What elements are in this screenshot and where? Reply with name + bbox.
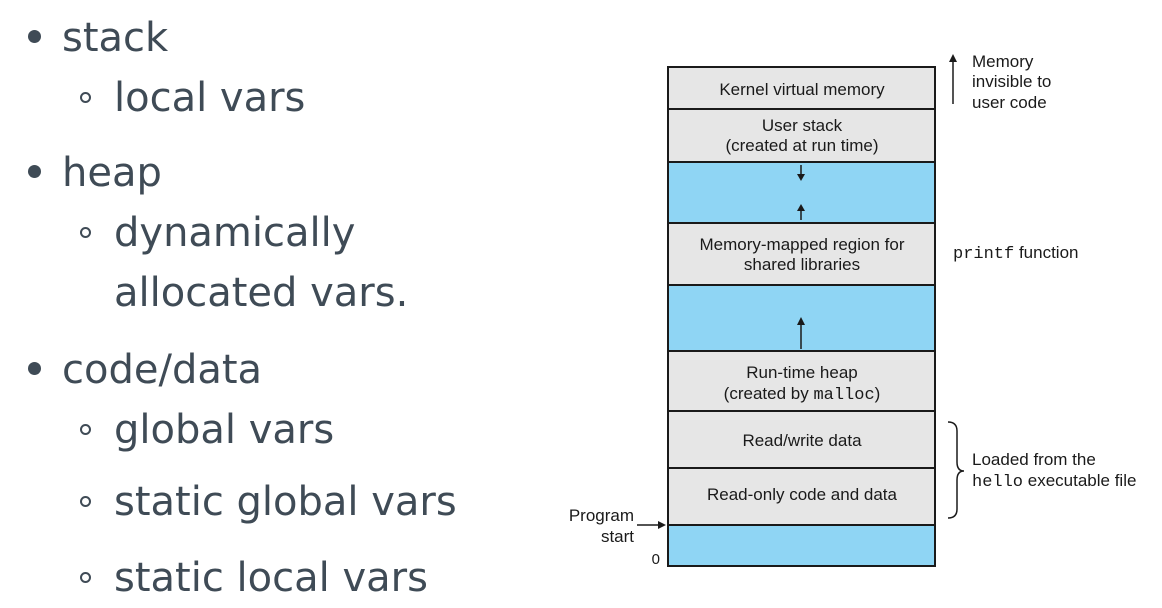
bullet-dot [28,165,41,178]
program-start-arrow [637,521,666,529]
user-stack-sublabel: (created at run time) [725,136,878,155]
heap-sublabel-prefix: (created by [724,384,814,403]
read-only-label: Read-only code and data [707,485,898,504]
printf-annotation: printf function [953,243,1078,264]
bullet-dot [28,362,41,375]
bullet-dynamically: dynamically [114,210,356,256]
mmap-segment [667,222,936,286]
memory-layout-diagram: Kernel virtual memory User stack (create… [569,52,1137,568]
malloc-code: malloc [813,386,874,405]
user-stack-label: User stack [762,116,843,135]
heap-label: Run-time heap [746,363,858,382]
read-only-segment [667,467,936,526]
heap-sublabel-suffix: ) [875,384,881,403]
user-stack-segment [667,108,936,163]
mmap-up-arrow [797,204,805,220]
bullet-local-vars: local vars [114,75,306,121]
stack-down-arrow [797,165,805,181]
bullet-static-global-vars: static global vars [114,479,457,525]
memory-invisible-line2: invisible to [972,72,1051,91]
memory-invisible-line1: Memory [972,52,1034,71]
kernel-label: Kernel virtual memory [719,80,885,99]
sub-bullet-ring [80,424,91,435]
bullet-global-vars: global vars [114,407,335,453]
hello-code: hello [972,473,1023,492]
address-zero-label: 0 [652,551,660,568]
read-write-label: Read/write data [742,431,862,450]
program-start-line2: start [601,527,634,546]
sub-bullet-ring [80,572,91,583]
sub-bullet-ring [80,92,91,103]
mmap-label: Memory-mapped region for [699,235,904,254]
bullet-static-local-vars: static local vars [114,555,428,601]
mmap-sublabel: shared libraries [744,255,860,274]
loaded-brace [947,421,965,519]
heap-up-arrow [797,317,805,349]
bottom-gap [667,524,936,567]
printf-suffix: function [1014,243,1078,262]
kernel-segment [667,66,936,110]
sub-bullet-ring [80,496,91,507]
bullet-heap: heap [62,150,162,196]
invisible-up-arrow [949,54,957,104]
printf-code: printf [953,245,1014,264]
program-start-line1: Program [569,506,634,525]
loaded-from-line2: hello executable file [972,471,1136,492]
memory-invisible-line3: user code [972,93,1047,112]
loaded-from-suffix: executable file [1023,471,1136,490]
bullet-code-data: code/data [62,347,263,393]
read-write-segment [667,410,936,469]
loaded-from-line1: Loaded from the [972,450,1096,469]
sub-bullet-ring [80,227,91,238]
bullet-allocated-vars: allocated vars. [114,270,409,316]
bullet-stack: stack [62,15,169,61]
heap-sublabel: (created by malloc) [724,384,881,405]
bullet-dot [28,30,41,43]
